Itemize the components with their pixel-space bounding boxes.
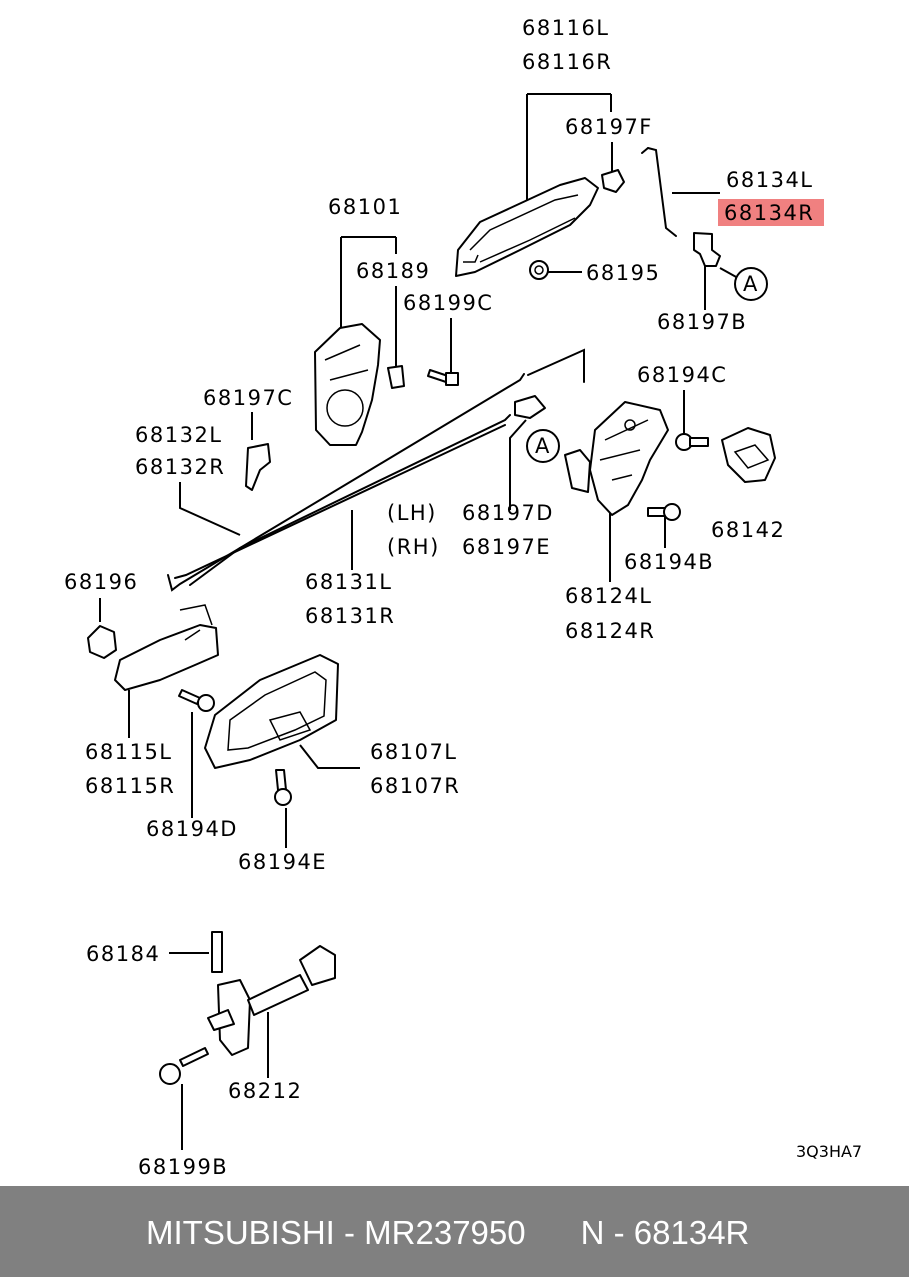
rod-68131-icon [167,348,585,592]
label-68196: 68196 [64,570,138,594]
clip-68197d-icon [514,395,546,419]
footer-part-reference: MITSUBISHI - MR237950 N - 68134R [146,1214,750,1251]
svg-text:A: A [743,272,759,296]
screw-68194e-icon [274,769,292,806]
escutcheon-68107-icon [204,654,339,769]
label-lh: (LH) [387,501,437,525]
label-68194C: 68194C [637,363,727,387]
diagram-code: 3Q3HA7 [796,1142,862,1161]
label-68195: 68195 [586,261,660,285]
label-68142: 68142 [711,518,785,542]
label-68132R: 68132R [135,455,225,479]
label-68197C: 68197C [203,386,293,410]
rod-68134-icon [641,147,677,237]
nut-68196-icon [87,625,117,659]
clip-68197f-icon [601,169,625,193]
latch-assembly-68124-icon [564,401,669,516]
label-68197D: 68197D [462,501,554,525]
label-68107L: 68107L [370,740,458,764]
footer-bar: MITSUBISHI - MR237950 N - 68134R [0,1186,909,1277]
bolt-68194b-icon [647,503,681,521]
label-68115R: 68115R [85,774,175,798]
label-68124R: 68124R [565,619,655,643]
label-rh: (RH) [387,535,440,559]
svg-text:A: A [535,434,551,458]
label-68134L: 68134L [726,168,814,192]
screw-68194d-icon [178,689,215,712]
label-68199B: 68199B [138,1155,228,1179]
label-68132L: 68132L [135,423,223,447]
label-68101: 68101 [328,195,402,219]
label-68107R: 68107R [370,774,460,798]
label-68115L: 68115L [85,740,173,764]
striker-68142-icon [721,427,776,483]
latch-cover-68101-icon [314,323,381,446]
screw-68199c-icon [427,369,459,386]
label-68194E: 68194E [238,850,327,874]
leader-lines [99,93,739,1150]
label-68131R: 68131R [305,604,395,628]
label-68124L: 68124L [565,584,653,608]
label-68184: 68184 [86,942,160,966]
bolt-68194c-icon [675,433,709,451]
marker-a-2: A [526,429,560,463]
clip-68197b-icon [693,232,721,267]
clip-68197c-icon [245,443,271,491]
marker-a-1: A [734,267,768,301]
door-check-68212-icon [207,945,336,1056]
pin-68184-icon [211,931,223,973]
nut-68195-icon [529,260,549,280]
inside-handle-68115-icon [114,604,219,691]
label-68194B: 68194B [624,550,714,574]
highlight-box [718,199,824,226]
label-68199C: 68199C [403,291,493,315]
label-68197B: 68197B [657,310,747,334]
outside-handle-icon [455,177,599,277]
label-68116L: 68116L [522,16,610,40]
label-68212: 68212 [228,1079,302,1103]
label-68197F: 68197F [565,115,653,139]
parts-diagram: 68116L 68116R 68197F 68134L 68134R 68101… [64,16,862,1179]
clip-68189-icon [387,365,405,389]
label-68197E: 68197E [462,535,551,559]
label-68134R: 68134R [724,201,814,225]
bolt-68199b-icon [159,1047,209,1085]
label-68189: 68189 [356,259,430,283]
label-68194D: 68194D [146,817,238,841]
label-68116R: 68116R [522,50,612,74]
label-68131L: 68131L [305,570,393,594]
